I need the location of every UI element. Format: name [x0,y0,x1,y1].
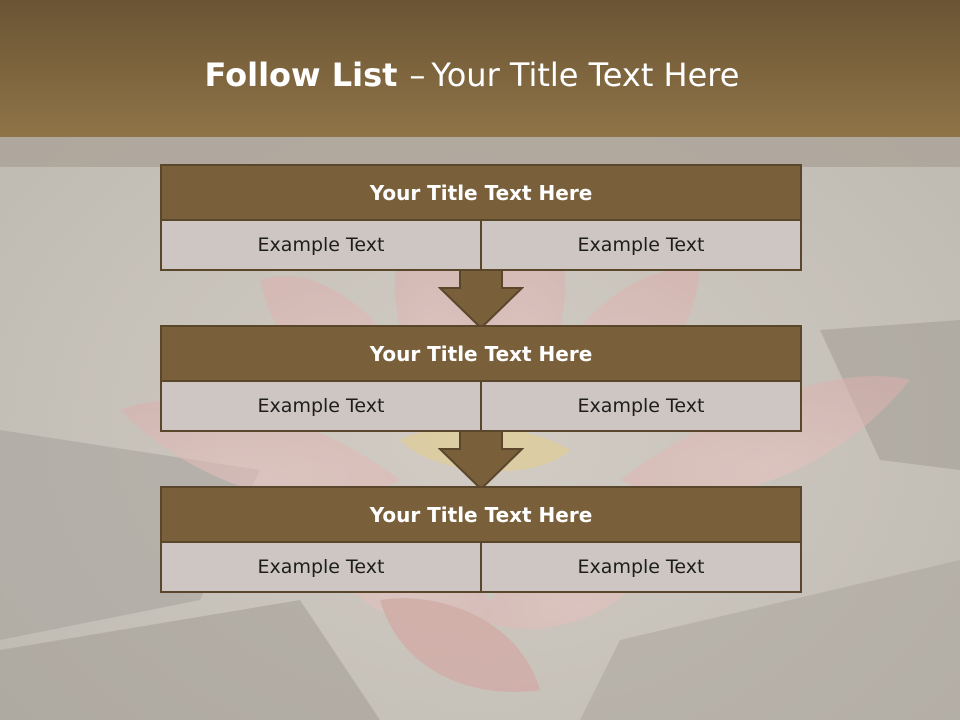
step-cell-left: Example Text [160,382,482,432]
step-block-2: Your Title Text Here Example Text Exampl… [160,325,802,432]
step-cell-left: Example Text [160,543,482,593]
step-cell-right: Example Text [482,382,802,432]
slide-title-rest: Your Title Text Here [431,56,740,94]
header-strip [0,137,960,167]
slide-title: Follow List–Your Title Text Here [0,56,944,94]
down-arrow-icon [438,431,524,491]
step-block-1: Your Title Text Here Example Text Exampl… [160,164,802,271]
slide-title-dash: – [409,56,426,94]
step-cell-right: Example Text [482,543,802,593]
down-arrow-icon [438,270,524,330]
step-title: Your Title Text Here [160,486,802,543]
slide-title-bold: Follow List [204,56,398,94]
step-title: Your Title Text Here [160,164,802,221]
slide-header [0,0,960,137]
step-cell-right: Example Text [482,221,802,271]
step-title: Your Title Text Here [160,325,802,382]
step-cell-left: Example Text [160,221,482,271]
step-block-3: Your Title Text Here Example Text Exampl… [160,486,802,593]
